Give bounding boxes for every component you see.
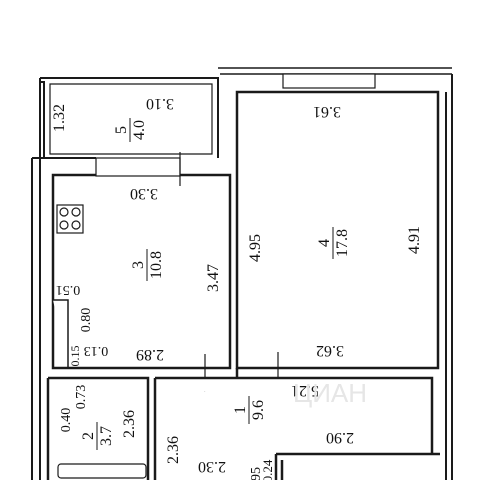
room4-number: 4 — [316, 239, 333, 247]
walls — [31, 67, 453, 480]
room1-small-a: 0.24 — [260, 459, 275, 480]
room3-area: 10.8 — [148, 251, 165, 279]
room4-height-right: 4.91 — [406, 226, 423, 254]
top-exterior — [218, 67, 452, 75]
stove-icon — [56, 204, 84, 234]
room4-outline — [235, 90, 440, 370]
room2-outline — [46, 376, 150, 480]
bathtub-icon — [57, 463, 147, 479]
kitchen-nook — [53, 299, 69, 368]
right-exterior — [445, 74, 453, 480]
window-room3 — [95, 157, 181, 177]
room1-number: 1 — [232, 406, 249, 414]
window-room4 — [282, 73, 376, 89]
room3-width-bottom: 2.89 — [136, 346, 164, 363]
room5-width-label: 3.10 — [146, 95, 174, 112]
room1-height: 2.36 — [165, 436, 182, 464]
room3-nook-width: 0.51 — [56, 282, 81, 297]
room3-width-top: 3.30 — [130, 185, 158, 202]
room3-small-b: 0.15 — [68, 346, 82, 367]
room4-area: 17.8 — [334, 229, 351, 257]
room2-area: 3.7 — [98, 426, 115, 446]
room1-area: 9.6 — [250, 400, 267, 420]
room1-width-top: 5.21 — [291, 382, 319, 399]
room2-number: 2 — [80, 432, 97, 440]
watermark-text: ЦИАН — [293, 378, 367, 408]
bottom-partition — [274, 452, 440, 480]
room3-outline — [51, 173, 232, 370]
room2-small-a: 0.73 — [74, 385, 89, 410]
right-bottom-width: 2.90 — [326, 429, 354, 446]
room4-width-bottom: 3.62 — [316, 342, 344, 359]
room4-height-left: 4.95 — [247, 234, 264, 262]
room1-small-b: 95 — [249, 467, 264, 480]
room3-number: 3 — [130, 261, 147, 269]
room5-area: 4.0 — [131, 120, 148, 140]
left-exterior — [31, 157, 96, 480]
room4-width-top: 3.61 — [313, 103, 341, 120]
room3-height: 3.47 — [205, 264, 222, 292]
room2-height: 2.36 — [121, 410, 138, 438]
room3-small-a: 0.13 — [84, 343, 109, 358]
balcony-inner — [49, 83, 213, 155]
room5-depth-label: 1.32 — [51, 104, 68, 132]
room1-width-bottom: 2.30 — [198, 458, 226, 475]
hall-outline — [153, 368, 434, 480]
room2-small-b: 0.40 — [59, 408, 74, 433]
room3-nook-height: 0.80 — [79, 308, 94, 333]
room5-number: 5 — [113, 126, 130, 134]
